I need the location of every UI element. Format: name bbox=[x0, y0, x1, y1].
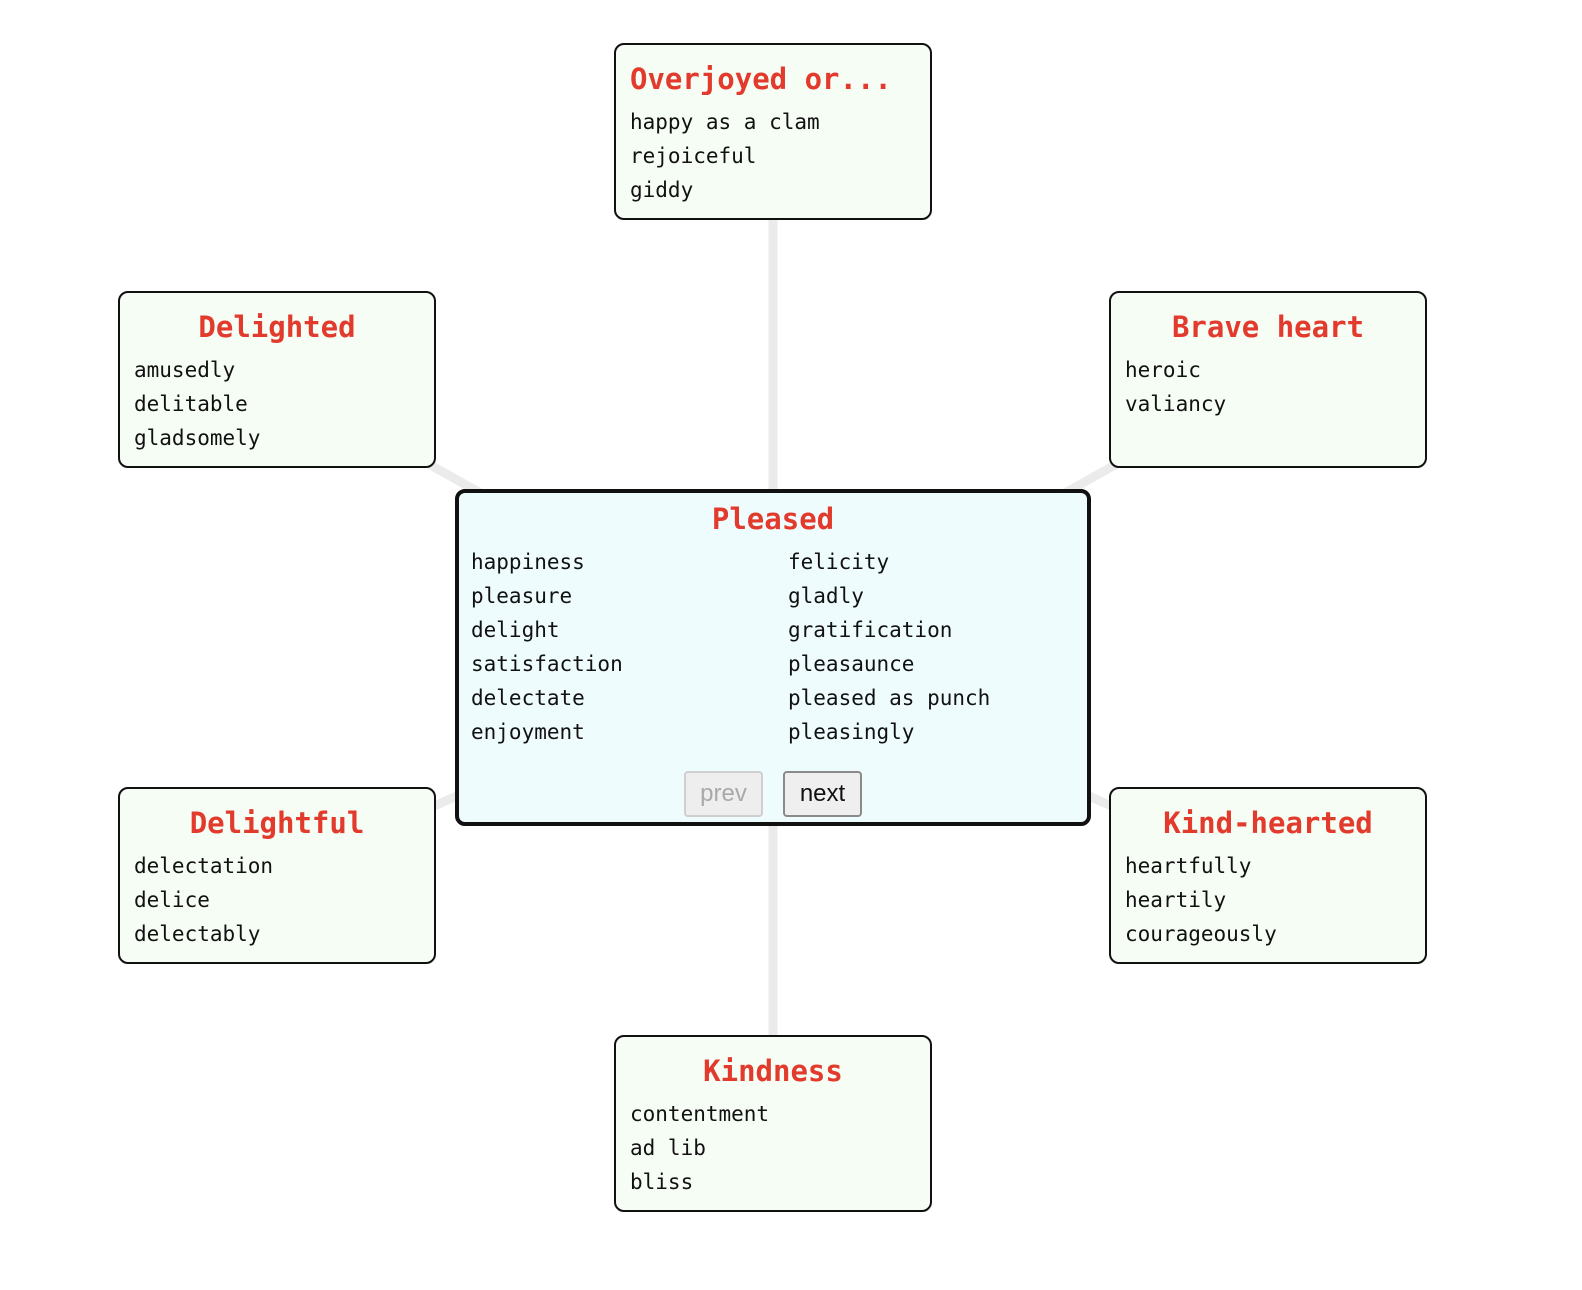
node-title: Kind-hearted bbox=[1163, 806, 1373, 840]
word-item: delectation bbox=[134, 854, 274, 878]
word-item: pleased as punch bbox=[788, 686, 991, 710]
word-item: happiness bbox=[471, 550, 585, 574]
center-node-pleased: Pleased happiness pleasure delight satis… bbox=[455, 489, 1091, 826]
word-item: pleasaunce bbox=[788, 652, 915, 676]
node-delightful[interactable]: Delightful delectation delice delectably bbox=[118, 787, 436, 964]
node-title: Kindness bbox=[703, 1054, 843, 1088]
node-kind-hearted[interactable]: Kind-hearted heartfully heartily courage… bbox=[1109, 787, 1427, 964]
center-word-column-left: happiness pleasure delight satisfaction … bbox=[471, 545, 788, 749]
word-item: giddy bbox=[630, 178, 694, 202]
word-item: enjoyment bbox=[471, 720, 585, 744]
word-item: rejoiceful bbox=[630, 144, 757, 168]
node-title: Overjoyed or... bbox=[630, 62, 892, 96]
word-item: delitable bbox=[134, 392, 248, 416]
node-kindness[interactable]: Kindness contentment ad lib bliss bbox=[614, 1035, 932, 1212]
word-item: delectate bbox=[471, 686, 585, 710]
word-item: contentment bbox=[630, 1102, 770, 1126]
center-word-grid: happiness pleasure delight satisfaction … bbox=[471, 545, 1075, 749]
word-list: contentment ad lib bliss bbox=[630, 1097, 916, 1199]
word-item: delight bbox=[471, 618, 560, 642]
word-item: gladsomely bbox=[134, 426, 261, 450]
word-item: pleasingly bbox=[788, 720, 915, 744]
word-item: heartfully bbox=[1125, 854, 1252, 878]
word-item: valiancy bbox=[1125, 392, 1227, 416]
word-list: happy as a clam rejoiceful giddy bbox=[630, 105, 916, 207]
node-delighted[interactable]: Delighted amusedly delitable gladsomely bbox=[118, 291, 436, 468]
node-title: Delightful bbox=[189, 806, 365, 840]
word-item: heartily bbox=[1125, 888, 1227, 912]
center-title: Pleased bbox=[711, 502, 835, 536]
word-item: felicity bbox=[788, 550, 890, 574]
word-item: gratification bbox=[788, 618, 953, 642]
word-list: delectation delice delectably bbox=[134, 849, 420, 951]
word-item: bliss bbox=[630, 1170, 694, 1194]
word-list: amusedly delitable gladsomely bbox=[134, 353, 420, 455]
word-item: heroic bbox=[1125, 358, 1201, 382]
node-overjoyed[interactable]: Overjoyed or... happy as a clam rejoicef… bbox=[614, 43, 932, 220]
pager: prev next bbox=[459, 771, 1087, 817]
word-list: heartfully heartily courageously bbox=[1125, 849, 1411, 951]
word-item: ad lib bbox=[630, 1136, 706, 1160]
word-item: amusedly bbox=[134, 358, 236, 382]
next-button[interactable]: next bbox=[783, 771, 862, 817]
word-item: courageously bbox=[1125, 922, 1277, 946]
word-item: pleasure bbox=[471, 584, 573, 608]
word-item: gladly bbox=[788, 584, 864, 608]
word-item: delice bbox=[134, 888, 210, 912]
word-item: satisfaction bbox=[471, 652, 623, 676]
node-title: Brave heart bbox=[1171, 310, 1365, 344]
word-item: delectably bbox=[134, 922, 261, 946]
node-title: Delighted bbox=[198, 310, 356, 344]
node-brave-heart[interactable]: Brave heart heroic valiancy bbox=[1109, 291, 1427, 468]
center-word-column-right: felicity gladly gratification pleasaunce… bbox=[788, 545, 1078, 749]
prev-button[interactable]: prev bbox=[684, 771, 763, 817]
word-item: happy as a clam bbox=[630, 110, 820, 134]
word-list: heroic valiancy bbox=[1125, 353, 1411, 421]
